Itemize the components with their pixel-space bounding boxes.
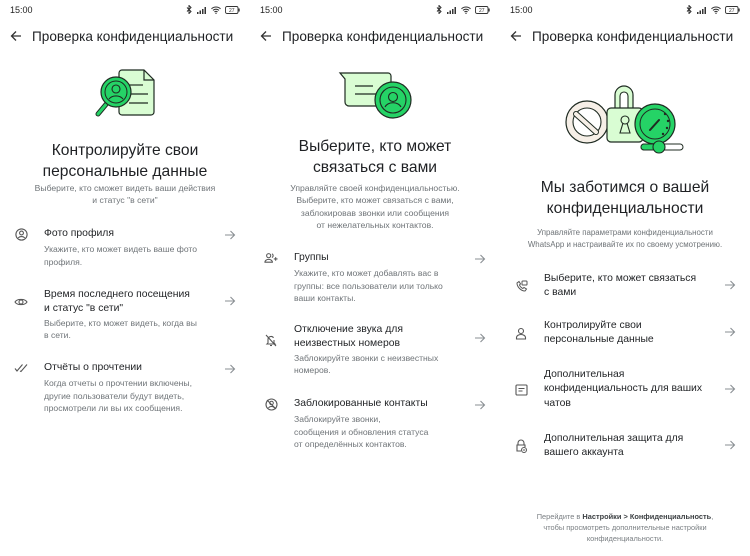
status-time: 15:00 xyxy=(260,5,283,15)
settings-hint-footer: Перейдите в Настройки > Конфиденциальнос… xyxy=(536,512,714,543)
settings-path-link[interactable]: Настройки > Конфиденциальность xyxy=(582,512,712,521)
headline: Выберите, кто может связаться с вами xyxy=(298,138,452,176)
arrow-forward-icon xyxy=(225,364,236,374)
screen-who-can-contact: 15:00 27 Проверка конфиденциальности xyxy=(250,0,500,556)
mute-bell-icon xyxy=(264,333,278,347)
subtext: Управляйте параметрами конфиденциальност… xyxy=(527,228,723,250)
signal-icon xyxy=(697,6,707,14)
arrow-forward-icon xyxy=(725,384,736,394)
headline: Мы заботимся о вашей конфиденциальности xyxy=(540,179,710,217)
svg-text:27: 27 xyxy=(729,8,735,14)
account-lock-icon xyxy=(514,439,528,453)
eye-icon xyxy=(14,295,28,309)
arrow-forward-icon xyxy=(475,400,486,410)
item-description: Когда отчеты о прочтении включены, други… xyxy=(44,378,192,414)
item-title: Контролируйте свои персональные данные xyxy=(544,320,654,346)
item-title: Заблокированные контакты xyxy=(294,398,428,409)
battery-icon: 27 xyxy=(225,5,240,14)
arrow-forward-icon xyxy=(475,254,486,264)
wifi-icon xyxy=(461,6,471,14)
arrow-back-icon xyxy=(260,31,271,41)
item-title: Дополнительная защита для вашего аккаунт… xyxy=(544,433,684,459)
item-description: Заблокируйте звонки с неизвестных номеро… xyxy=(294,352,439,376)
profile-photo-icon xyxy=(14,227,28,241)
lock-timer-block-illustration xyxy=(500,80,750,156)
arrow-forward-icon xyxy=(225,296,236,306)
page-title: Проверка конфиденциальности xyxy=(532,28,734,44)
arrow-back-icon xyxy=(510,31,521,41)
double-check-icon xyxy=(14,361,28,375)
item-description: Заблокируйте звонки, сообщения и обновле… xyxy=(294,414,429,450)
subtext: Управляйте своей конфиденциальностью. Вы… xyxy=(290,183,460,231)
arrow-back-icon xyxy=(10,31,21,41)
item-title: Отчёты о прочтении xyxy=(44,362,142,373)
contact-phone-icon xyxy=(514,279,528,293)
status-time: 15:00 xyxy=(510,5,533,15)
status-icons: 27 xyxy=(436,5,490,14)
item-title: Группы xyxy=(294,252,329,263)
page-title: Проверка конфиденциальности xyxy=(282,28,484,44)
status-time: 15:00 xyxy=(10,5,33,15)
item-title: Выберите, кто может связаться с вами xyxy=(544,273,697,299)
battery-icon: 27 xyxy=(475,5,490,14)
item-title: Время последнего посещения и статус "в с… xyxy=(44,289,190,315)
svg-text:27: 27 xyxy=(479,8,485,14)
arrow-forward-icon xyxy=(725,280,736,290)
status-bar: 15:00 27 xyxy=(0,0,250,22)
app-bar: Проверка конфиденциальности xyxy=(0,22,250,50)
back-button[interactable] xyxy=(500,30,532,42)
status-icons: 27 xyxy=(686,5,740,14)
battery-icon: 27 xyxy=(725,5,740,14)
item-title: Дополнительная конфиденциальность для ва… xyxy=(544,369,703,409)
screen-control-personal-data: 15:00 27 Проверка конфиденциальности xyxy=(0,0,250,556)
bluetooth-icon xyxy=(186,5,193,14)
bluetooth-icon xyxy=(686,5,693,14)
person-icon xyxy=(514,326,528,340)
arrow-forward-icon xyxy=(225,230,236,240)
subtext: Выберите, кто сможет видеть ваши действи… xyxy=(34,183,216,206)
group-add-icon xyxy=(264,251,278,265)
chat-list-icon xyxy=(514,383,528,397)
blocked-contact-icon xyxy=(264,397,278,411)
headline: Контролируйте свои персональные данные xyxy=(42,142,208,180)
item-description: Укажите, кто может добавлять вас в групп… xyxy=(294,268,443,304)
item-description: Укажите, кто может видеть ваше фото проф… xyxy=(44,244,198,267)
status-icons: 27 xyxy=(186,5,240,14)
page-title: Проверка конфиденциальности xyxy=(32,28,234,44)
item-description: Выберите, кто может видеть, когда вы в с… xyxy=(44,317,197,341)
wifi-icon xyxy=(211,6,221,14)
app-bar: Проверка конфиденциальности xyxy=(250,22,500,50)
status-bar: 15:00 27 xyxy=(250,0,500,22)
app-bar: Проверка конфиденциальности xyxy=(500,22,750,50)
status-bar: 15:00 27 xyxy=(500,0,750,22)
item-title: Отключение звука для неизвестных номеров xyxy=(294,324,403,350)
back-button[interactable] xyxy=(0,30,32,42)
back-button[interactable] xyxy=(250,30,282,42)
signal-icon xyxy=(447,6,457,14)
magnifier-document-illustration xyxy=(0,64,250,122)
arrow-forward-icon xyxy=(725,327,736,337)
item-title: Фото профиля xyxy=(44,228,114,239)
arrow-forward-icon xyxy=(725,440,736,450)
svg-text:27: 27 xyxy=(229,8,235,14)
screen-privacy-checkup-overview: 15:00 27 Проверка конфиденциальности xyxy=(500,0,750,556)
signal-icon xyxy=(197,6,207,14)
arrow-forward-icon xyxy=(475,333,486,343)
wifi-icon xyxy=(711,6,721,14)
bluetooth-icon xyxy=(436,5,443,14)
chat-bubble-contact-illustration xyxy=(250,70,500,126)
